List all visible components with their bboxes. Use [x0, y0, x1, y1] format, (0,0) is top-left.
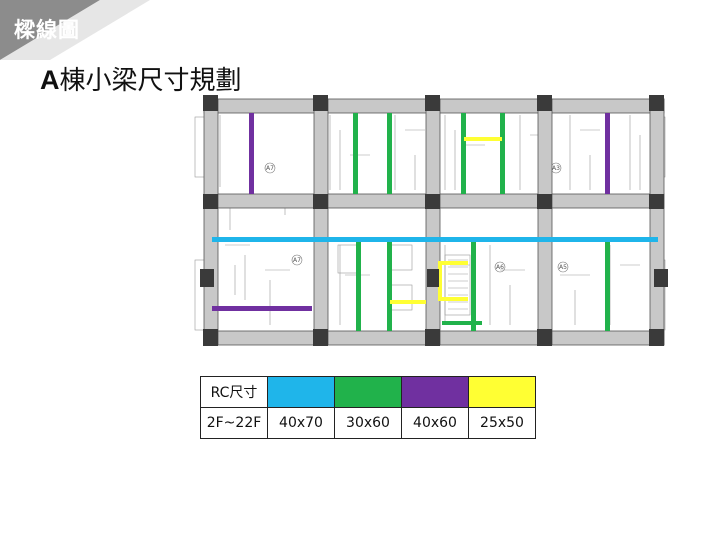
unit-labels: A7 A3 A7 A6 A5: [264, 162, 569, 273]
unit-label: A6: [496, 264, 504, 271]
legend-swatch-green: [334, 376, 402, 408]
unit-label: A5: [559, 264, 567, 271]
legend-size-value: 40x70: [267, 407, 335, 439]
unit-label: A7: [266, 165, 274, 172]
beam-floor-plan: A7 A3 A7 A6 A5: [190, 95, 670, 350]
page-title: A棟小梁尺寸規劃: [40, 60, 242, 97]
legend-swatch-purple: [401, 376, 469, 408]
legend-size-value: 40x60: [401, 407, 469, 439]
unit-label: A3: [552, 165, 560, 172]
legend-color-row: RC尺寸: [200, 376, 536, 408]
title-prefix: A: [40, 65, 60, 95]
beam-size-legend: RC尺寸 2F~22F 40x70 30x60 40x60 25x50: [200, 376, 536, 439]
unit-label: A7: [293, 257, 301, 264]
legend-swatch-blue: [267, 376, 335, 408]
legend-swatch-yellow: [468, 376, 536, 408]
legend-header-label: RC尺寸: [200, 376, 268, 408]
secondary-beams: [212, 113, 658, 331]
title-text: 棟小梁尺寸規劃: [59, 66, 242, 96]
columns: [200, 95, 668, 346]
section-label: 樑線圖: [14, 18, 80, 42]
legend-size-row: 2F~22F 40x70 30x60 40x60 25x50: [200, 407, 536, 439]
legend-floor-range: 2F~22F: [200, 407, 268, 439]
legend-size-value: 25x50: [468, 407, 536, 439]
legend-size-value: 30x60: [334, 407, 402, 439]
